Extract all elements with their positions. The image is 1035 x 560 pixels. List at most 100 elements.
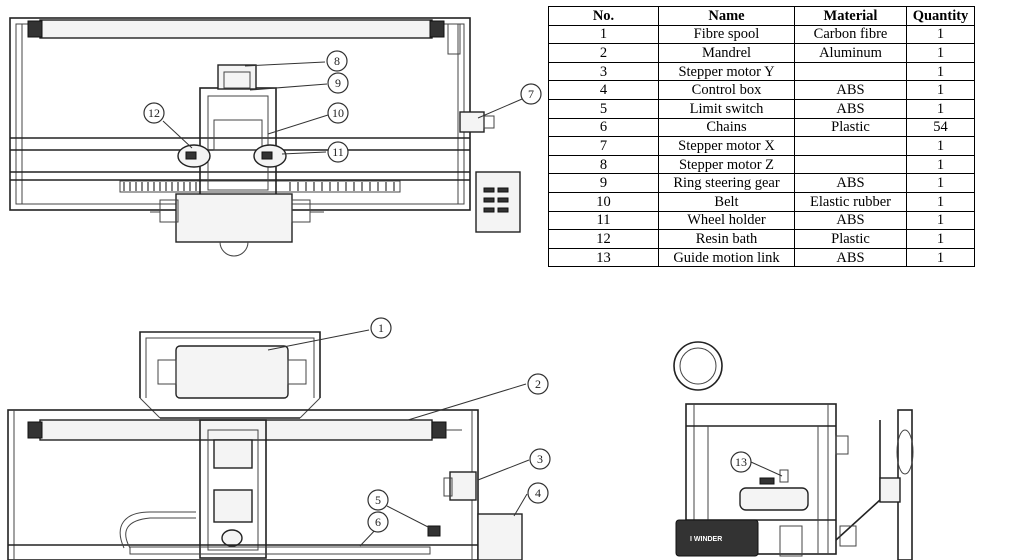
header-name: Name — [658, 6, 795, 26]
callout-6: 6 — [367, 511, 389, 533]
callout-11: 11 — [327, 141, 349, 163]
callout-2: 2 — [527, 373, 549, 395]
svg-text:4: 4 — [535, 486, 541, 500]
cell-name: Fibre spool — [658, 24, 795, 45]
svg-text:2: 2 — [535, 377, 541, 391]
cell-name: Chains — [658, 117, 795, 138]
cell-name: Wheel holder — [658, 210, 795, 231]
callout-4: 4 — [527, 482, 549, 504]
cell-no: 7 — [548, 136, 659, 156]
control-box-label: I WINDER — [690, 536, 722, 543]
cell-name: Stepper motor Y — [658, 61, 795, 82]
cell-quantity: 1 — [906, 98, 975, 119]
cell-no: 1 — [548, 24, 659, 45]
cell-material: Elastic rubber — [794, 191, 907, 212]
cell-name: Stepper motor X — [658, 136, 795, 156]
cell-no: 5 — [548, 98, 659, 119]
svg-text:12: 12 — [148, 106, 160, 120]
callout-1: 1 — [370, 317, 392, 339]
cell-quantity: 1 — [906, 229, 975, 249]
cell-material: Plastic — [794, 117, 907, 138]
cell-name: Stepper motor Z — [658, 154, 795, 175]
cell-material: ABS — [794, 173, 907, 193]
cell-quantity: 1 — [906, 80, 975, 100]
cell-no: 2 — [548, 43, 659, 63]
side-view: I WINDER — [673, 341, 914, 560]
front-view — [7, 331, 523, 560]
cell-name: Mandrel — [658, 43, 795, 63]
cell-quantity: 1 — [906, 210, 975, 231]
cell-material — [794, 136, 907, 156]
cell-quantity: 1 — [906, 154, 975, 175]
cell-material: ABS — [794, 80, 907, 100]
callout-12: 12 — [143, 102, 165, 124]
cell-material: Aluminum — [794, 43, 907, 63]
cell-no: 3 — [548, 61, 659, 82]
cell-quantity: 1 — [906, 173, 975, 193]
header-quantity: Quantity — [906, 6, 975, 26]
callout-5: 5 — [367, 489, 389, 511]
cell-no: 11 — [548, 210, 659, 231]
header-material: Material — [794, 6, 907, 26]
cell-no: 8 — [548, 154, 659, 175]
callout-10: 10 — [327, 102, 349, 124]
callout-9: 9 — [327, 72, 349, 94]
cell-name: Guide motion link — [658, 247, 795, 268]
header-no: No. — [548, 6, 659, 26]
cell-quantity: 1 — [906, 61, 975, 82]
cell-quantity: 1 — [906, 191, 975, 212]
callout-7: 7 — [520, 83, 542, 105]
cell-material — [794, 154, 907, 175]
svg-text:7: 7 — [528, 87, 534, 101]
cell-no: 10 — [548, 191, 659, 212]
svg-text:6: 6 — [375, 515, 381, 529]
svg-text:8: 8 — [334, 54, 340, 68]
cell-no: 6 — [548, 117, 659, 138]
cell-material: Carbon fibre — [794, 24, 907, 45]
svg-text:3: 3 — [537, 452, 543, 466]
cell-no: 13 — [548, 247, 659, 268]
cell-name: Limit switch — [658, 98, 795, 119]
top-view — [9, 17, 521, 257]
cell-material — [794, 61, 907, 82]
cell-name: Control box — [658, 80, 795, 100]
cell-material: Plastic — [794, 229, 907, 249]
cell-quantity: 54 — [906, 117, 975, 138]
cell-name: Ring steering gear — [658, 173, 795, 193]
cell-no: 12 — [548, 229, 659, 249]
svg-text:1: 1 — [378, 321, 384, 335]
svg-text:5: 5 — [375, 493, 381, 507]
cell-name: Resin bath — [658, 229, 795, 249]
cell-quantity: 1 — [906, 24, 975, 45]
cell-no: 4 — [548, 80, 659, 100]
cell-material: ABS — [794, 210, 907, 231]
callout-3: 3 — [529, 448, 551, 470]
cell-name: Belt — [658, 191, 795, 212]
svg-text:10: 10 — [332, 106, 344, 120]
cell-quantity: 1 — [906, 247, 975, 268]
callout-13: 13 — [730, 451, 752, 473]
cell-material: ABS — [794, 98, 907, 119]
cell-no: 9 — [548, 173, 659, 193]
table-header-row: No. Name Material Quantity — [548, 6, 975, 26]
svg-text:13: 13 — [735, 455, 747, 469]
svg-text:9: 9 — [335, 76, 341, 90]
svg-text:11: 11 — [332, 145, 344, 159]
cell-quantity: 1 — [906, 43, 975, 63]
leader-lines — [162, 61, 783, 547]
cell-material: ABS — [794, 247, 907, 268]
